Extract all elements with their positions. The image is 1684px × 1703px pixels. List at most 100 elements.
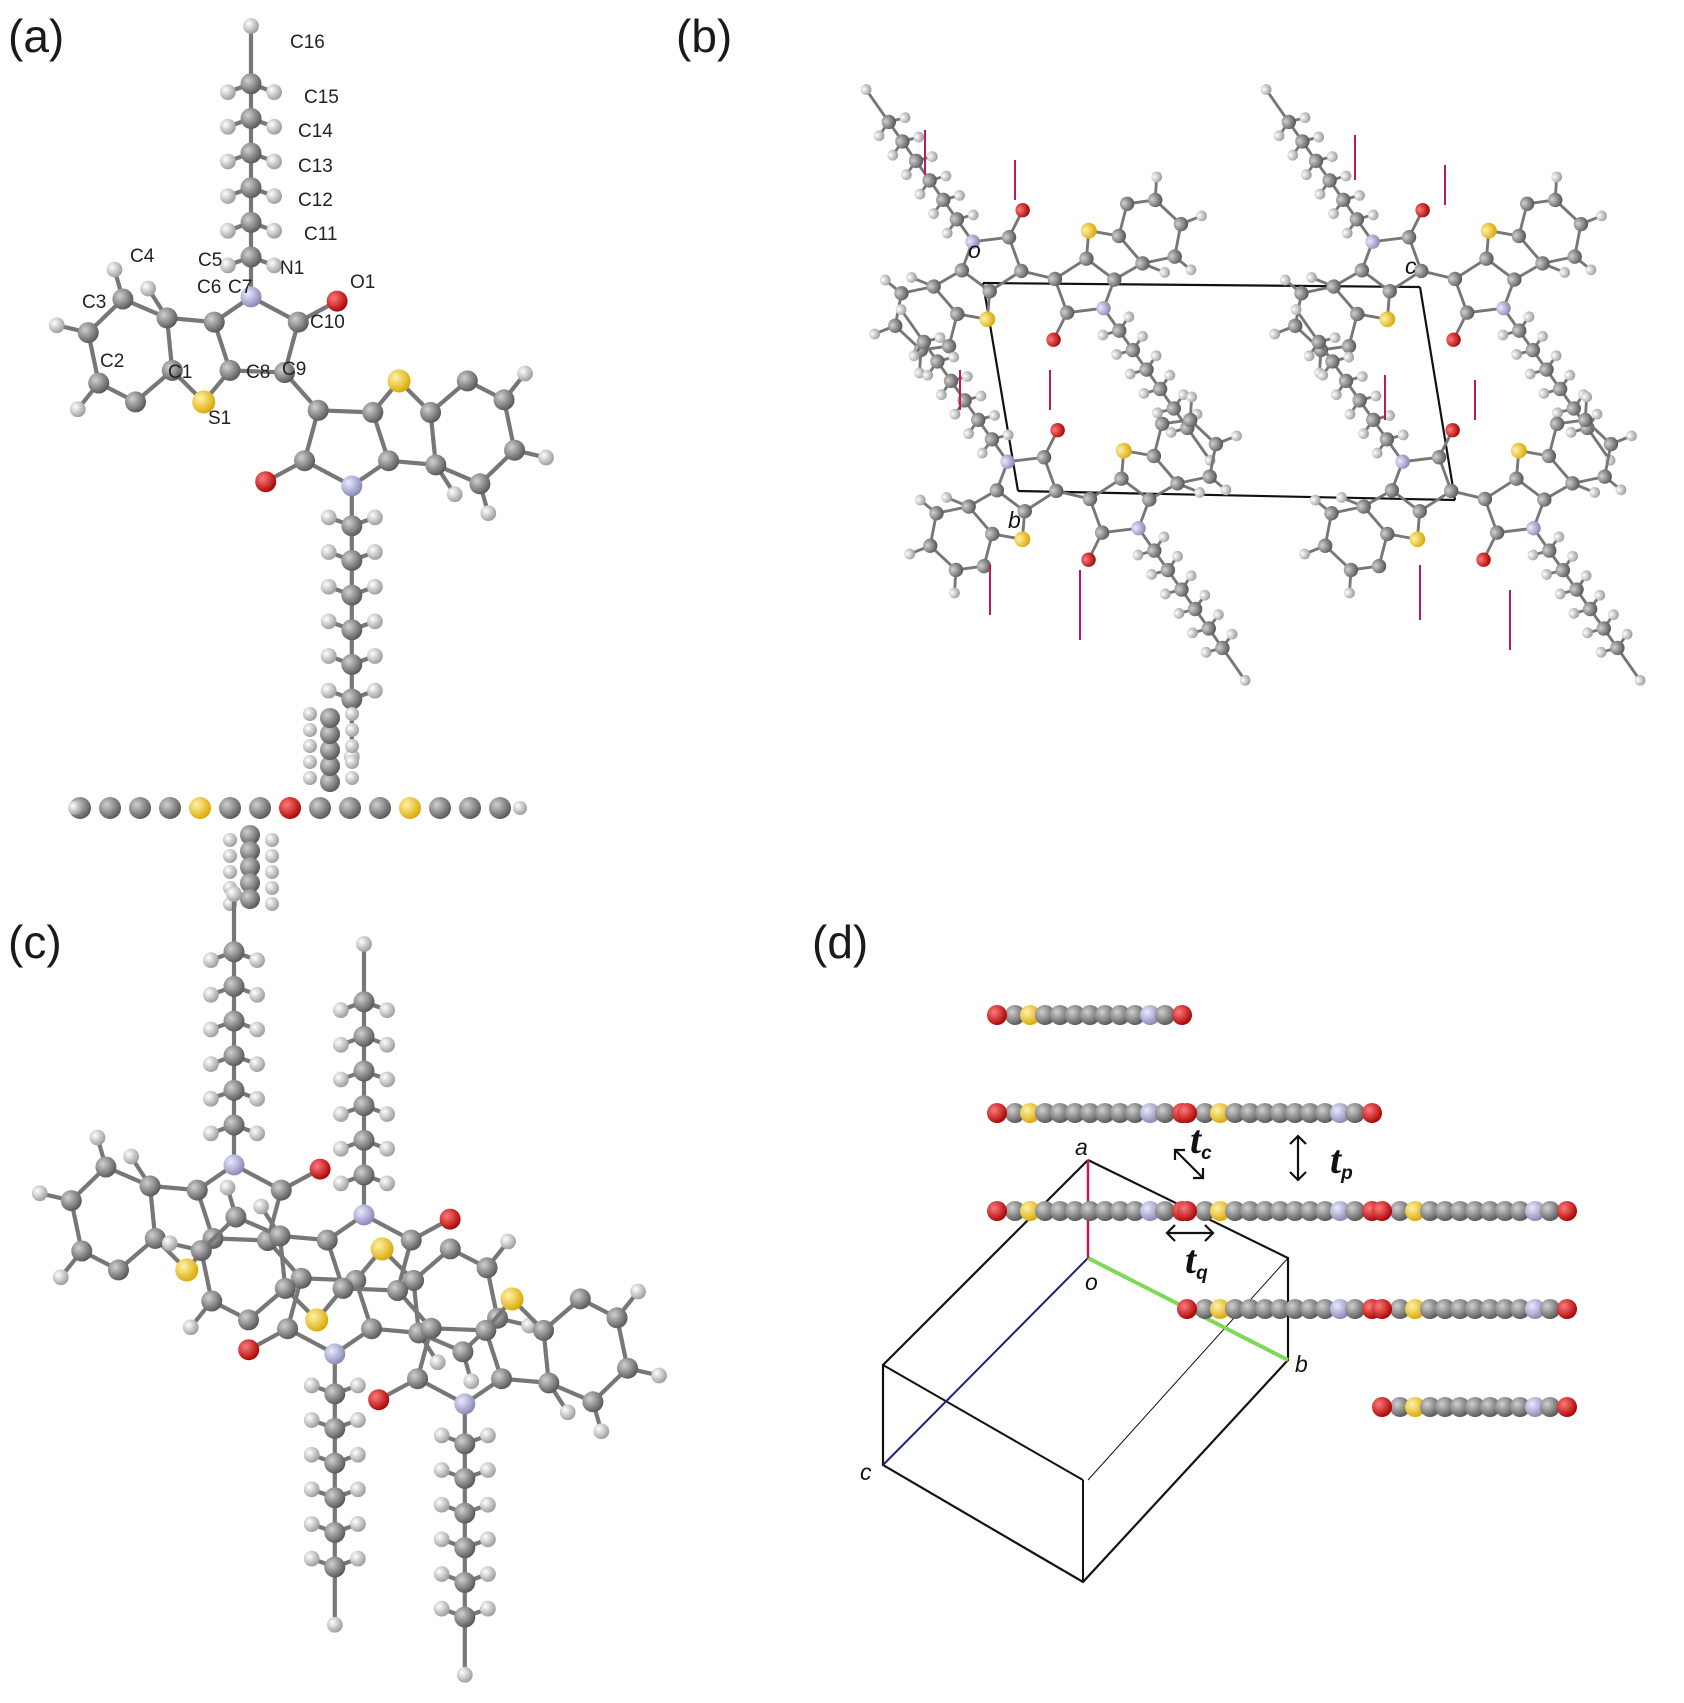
panel-b-1-atom-H	[1551, 171, 1563, 183]
side-atom-H	[345, 739, 359, 753]
panel-c-0-atom-H	[500, 1233, 516, 1250]
panel-c-0-atom-H	[303, 1377, 320, 1394]
axis-label-o: o	[968, 237, 981, 263]
panel-b-1-atom-H	[1550, 350, 1562, 362]
panel-b-0-atom-C	[1167, 249, 1182, 264]
panel-b-0-atom-H	[926, 151, 938, 162]
panel-b-1-atom-H	[1354, 190, 1365, 201]
panel-c-1-atom-C	[491, 1368, 513, 1390]
panel-a-side-view	[68, 707, 527, 911]
panel-d-unit-cell	[881, 1159, 1290, 1584]
panel-b-0-atom-H	[1150, 350, 1162, 362]
stack-atom-C	[1080, 1201, 1100, 1221]
panel-b-0-atom-C	[881, 114, 896, 130]
panel-b-0-atom-C	[1139, 362, 1154, 377]
panel-c-1-atom-C	[332, 1277, 354, 1299]
stack-atom-C	[1420, 1201, 1440, 1221]
panel-c-1-atom-S	[500, 1287, 524, 1311]
atom-label-c6: C6	[197, 277, 221, 298]
panel-c-1-atom-O	[368, 1389, 390, 1411]
panel-c-0-atom-H	[203, 1021, 219, 1038]
panel-a-atom-H	[220, 257, 236, 274]
panel-b-0-atom-H	[869, 328, 881, 340]
panel-b-0-atom-C	[888, 318, 903, 333]
panel-c-1-atom-S	[305, 1308, 329, 1332]
stack-atom-C	[1435, 1299, 1455, 1319]
panel-a-atom-C	[240, 211, 262, 233]
panel-c-1-atom-H	[480, 1531, 496, 1548]
atom-label-c13: C13	[298, 156, 333, 177]
panel-b-1-atom-H	[1565, 426, 1577, 438]
panel-b-1-atom-C	[1567, 249, 1582, 264]
panel-a-atom-H	[320, 648, 337, 664]
panel-b-2-atom-C	[957, 393, 972, 408]
side-atom-H	[265, 897, 279, 911]
panel-b-0-atom-H	[1185, 264, 1197, 276]
panel-b-2-atom-C	[985, 526, 1000, 542]
panel-b-2-atom-H	[1172, 550, 1183, 562]
stack-atom-C	[1080, 1103, 1100, 1123]
side-atom-C	[320, 708, 340, 728]
panel-a-atom-H	[367, 509, 383, 526]
panel-b-0-atom-H	[941, 227, 953, 239]
panel-b-2-atom-H	[1239, 674, 1251, 686]
panel-b-2-atom-H	[934, 332, 946, 343]
stack-atom-C	[1450, 1397, 1470, 1417]
stack-atom-C	[1095, 1201, 1115, 1221]
stack-atom-N	[1330, 1201, 1350, 1221]
panel-b-2-atom-C	[1017, 504, 1032, 519]
side-atom-C	[309, 797, 331, 819]
panel-b-1-atom-H	[1559, 267, 1571, 278]
panel-c-1-atom-H	[379, 1036, 395, 1053]
stack-atom-C	[1315, 1299, 1335, 1319]
stack-atom-O	[1177, 1201, 1197, 1221]
atom-label-c11: C11	[304, 224, 337, 245]
panel-a-atom-O	[326, 290, 348, 312]
stack-molecule-2	[987, 1201, 1192, 1221]
stack-atom-C	[1240, 1103, 1260, 1123]
stack-atom-C	[1005, 1103, 1025, 1123]
panel-b-1-atom-O	[1446, 332, 1461, 347]
stack-atom-C	[1195, 1299, 1215, 1319]
panel-b-0-atom-C	[1166, 401, 1181, 416]
panel-b-3-atom-H	[1290, 304, 1302, 315]
panel-b-0-atom-C	[1173, 216, 1189, 232]
panel-b-2-atom-H	[976, 447, 988, 459]
stack-atom-C	[1125, 1201, 1145, 1221]
stack-atom-C	[1255, 1103, 1275, 1123]
panel-b-3-atom-H	[1343, 351, 1355, 363]
panel-c-1-atom-H	[333, 1140, 349, 1157]
panel-b-2-atom-H	[963, 428, 975, 440]
stack-molecule-6	[1372, 1201, 1577, 1221]
stack-atom-C	[1390, 1397, 1410, 1417]
panel-b-0-atom-H	[914, 188, 926, 200]
panel-b-3-atom-C	[1318, 538, 1333, 553]
panel-a-atom-H	[266, 188, 282, 204]
panel-a-atom-H	[320, 682, 337, 699]
panel-c-0-atom-C	[223, 1045, 245, 1067]
panel-b-2-atom-S	[1115, 442, 1132, 459]
stack-atom-C	[1300, 1299, 1320, 1319]
panel-c-1-atom-H	[593, 1423, 610, 1440]
side-atom-C	[320, 772, 340, 792]
panel-b-0-atom-O	[1015, 202, 1030, 218]
panel-a-molecule	[48, 18, 554, 765]
axis-label-c: c	[860, 1459, 872, 1485]
panel-a-atom-H	[220, 84, 236, 101]
stack-atom-C	[1300, 1201, 1320, 1221]
stack-atom-C	[1465, 1201, 1485, 1221]
panel-b-1-atom-C	[1326, 279, 1341, 294]
side-atom-C	[240, 873, 260, 893]
panel-b-3-atom-S	[1409, 531, 1426, 548]
panel-a-atom-H	[48, 317, 65, 334]
panel-a-atom-S	[192, 390, 216, 414]
stack-atom-C	[1420, 1397, 1440, 1417]
panel-b-2-atom-C	[923, 538, 938, 553]
panel-b-3-atom-H	[1580, 570, 1592, 582]
panel-b-2-atom-C	[984, 432, 1000, 447]
panel-c-1-atom-H	[651, 1367, 667, 1384]
panel-b-3-atom-C	[1509, 471, 1524, 486]
panel-b-2-atom-H	[935, 389, 947, 401]
stack-atom-C	[1495, 1201, 1515, 1221]
